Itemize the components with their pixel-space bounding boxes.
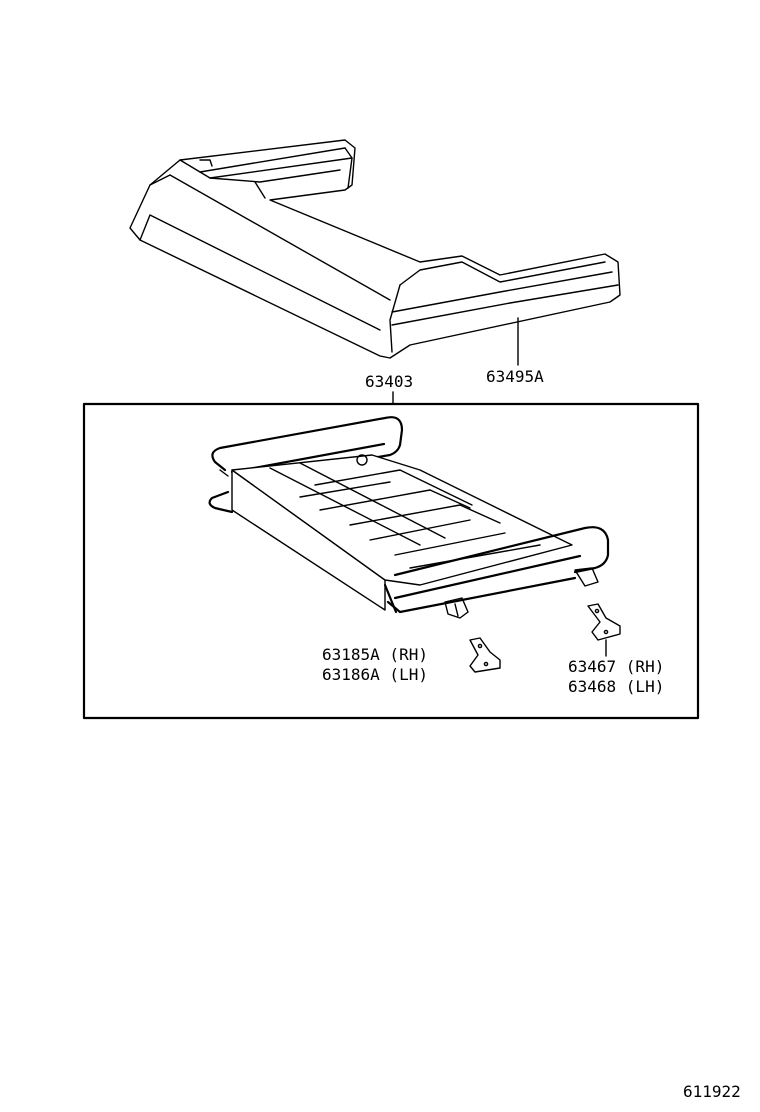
figure-code: 611922 xyxy=(683,1082,741,1101)
bracket-front-drawing xyxy=(469,637,501,673)
label-bracket-rear-lh: 63468 (LH) xyxy=(568,677,664,696)
rack-cover-drawing xyxy=(129,139,621,359)
bracket-rear-drawing xyxy=(587,603,621,641)
label-bracket-front-rh: 63185A (RH) xyxy=(322,645,428,664)
label-bracket-front-lh: 63186A (LH) xyxy=(322,665,428,684)
label-rack-cover: 63495A xyxy=(486,367,544,386)
rack-assembly-drawing xyxy=(208,416,610,619)
label-bracket-rear-rh: 63467 (RH) xyxy=(568,657,664,676)
assembly-frame xyxy=(82,402,700,720)
label-rack-assembly: 63403 xyxy=(365,372,413,391)
